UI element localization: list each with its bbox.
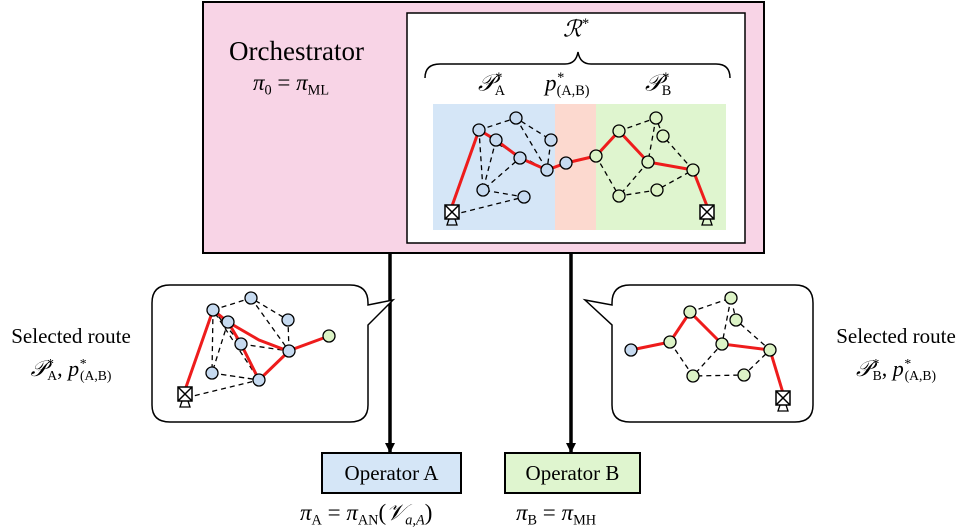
route-full-label: ℛ* [563,16,589,42]
segment-a-label: 𝒫*A [478,70,506,99]
operator-a-policy: πA = πAN(𝒱a,A) [300,500,433,529]
left-nodes [205,291,296,387]
segment-ab-label: p*(A,B) [545,70,590,99]
operator-b-policy: πB = πMH [516,500,597,529]
segment-b-label: 𝒫*B [645,70,672,99]
route-brace [424,51,731,79]
right-node-blue [624,343,638,357]
left-selected-route-caption: Selected route 𝒫*A, p*(A,B) [11,324,131,384]
orchestrator-title: Orchestrator [229,36,364,66]
right-selected-route-caption: Selected route 𝒫*B, p*(A,B) [836,324,956,384]
right-nodes [663,291,777,383]
top-nodes-green [589,111,700,203]
operator-a-box: Operator A [321,452,462,494]
orchestrator-policy: π0 = πML [253,70,330,99]
left-node-green [322,329,336,343]
operator-b-box: Operator B [504,452,641,494]
top-nodes-blue [472,111,573,204]
right-speech-bubble [582,284,814,423]
